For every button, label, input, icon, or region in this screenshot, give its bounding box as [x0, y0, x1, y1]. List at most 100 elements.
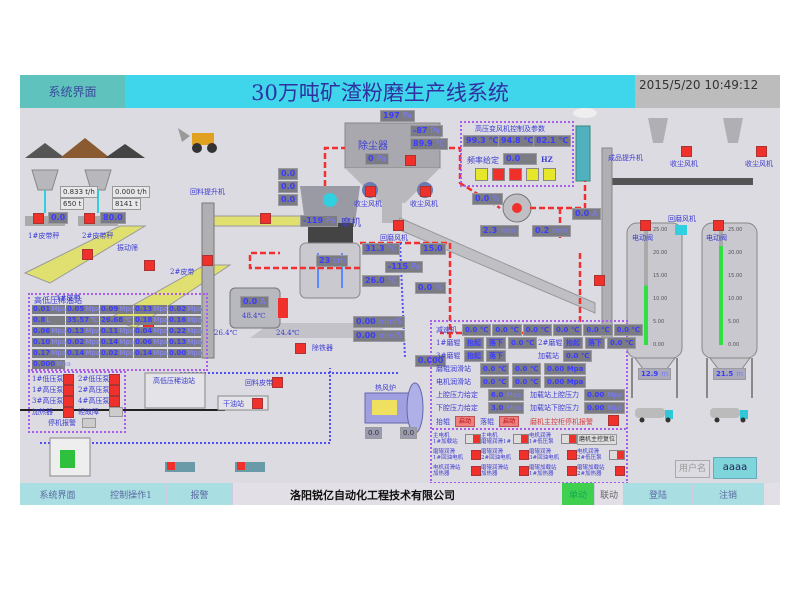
oil-value-number: 0.18	[135, 316, 153, 324]
product-conveyor	[608, 178, 753, 185]
stop-alarm-label: 磨机主控柜停机报警	[530, 418, 593, 426]
logout-button[interactable]: 注销	[693, 483, 764, 505]
main-control-reset-button[interactable]: 磨机主控复位	[577, 433, 618, 445]
pump-status	[109, 407, 123, 417]
oil-value: 0.13Mpa	[168, 338, 202, 347]
mill-outlet-temp: 26.0℃	[362, 275, 400, 287]
oil-value: 0.14Mpa	[134, 349, 168, 358]
roller-2-label: 2#磨辊	[538, 339, 563, 347]
product-return-fan-label: 回磨风机	[668, 215, 696, 223]
linked-mode-button[interactable]: 联动	[595, 483, 624, 505]
roller-2-up[interactable]: 抬起	[563, 337, 583, 349]
silo-2-level-fill	[719, 246, 723, 345]
return-elevator-label: 回料提升机	[190, 188, 225, 196]
furnace-value-2: 0.0	[400, 427, 418, 439]
pump-label: 轻故障	[78, 408, 99, 416]
lower-actual-label: 加载站下腔压力	[530, 404, 579, 412]
roller-2-down[interactable]: 落下	[585, 337, 605, 349]
silo-scale-tick: 15.00	[653, 273, 668, 279]
oil-value-number: 0.02	[67, 338, 85, 346]
hv-fan-indicator	[526, 168, 539, 181]
roller-3-down[interactable]: 落下	[486, 350, 506, 362]
toggle-switch[interactable]	[513, 434, 529, 444]
label-line: 1#回油电机	[433, 455, 464, 461]
hot-air-furnace-icon	[364, 382, 424, 434]
nav-alarm[interactable]: 报警	[167, 483, 233, 505]
pump-label: 加热器	[32, 408, 53, 416]
lift-roller-start-button[interactable]: 启动	[455, 416, 476, 427]
ore-pile-icon	[60, 138, 110, 158]
hmi-screen: 系统界面 30万吨矿渣粉磨生产线系统 2015/5/20 10:49:12	[20, 75, 780, 505]
roller-3-up[interactable]: 抬起	[464, 350, 484, 362]
pump-1-icon	[165, 462, 195, 472]
hopper-1-icon	[31, 169, 59, 213]
roller-1-up[interactable]: 抬起	[464, 337, 484, 349]
hv-fan-temp-2: 94.8 ℃	[498, 135, 537, 147]
silo-scale-tick: 0.00	[653, 342, 665, 348]
oil-value-unit: L	[46, 316, 51, 324]
freq-input[interactable]: 0.0	[503, 153, 537, 165]
oil-value: 0.14Mpa	[100, 338, 134, 347]
label-line: 磨辊润滑	[481, 449, 504, 455]
dust-fan-left-status	[365, 186, 376, 197]
pump-status	[82, 418, 96, 428]
return-elevator	[201, 202, 215, 359]
oil-value-number: 0.000	[33, 360, 56, 368]
toggle-switch[interactable]	[561, 434, 577, 444]
silo-scale-tick: 25.00	[728, 227, 743, 233]
hl-oil-station-label: 高低压稀油站	[153, 377, 195, 385]
toggle-switch[interactable]	[465, 434, 481, 444]
truck-1-icon	[635, 408, 673, 423]
username-field[interactable]: aaaa	[713, 457, 757, 479]
pump-label: 1#低压泵	[32, 375, 64, 383]
nav-system-screen[interactable]: 系统界面	[20, 483, 96, 505]
login-button[interactable]: 登陆	[624, 483, 693, 505]
oil-value-unit: Mpa	[187, 349, 203, 357]
belt-scale-1-rate: 0.0	[48, 212, 69, 224]
hv-fan-indicator	[509, 168, 522, 181]
roller-1-down[interactable]: 落下	[486, 337, 506, 349]
pump-status	[63, 396, 74, 407]
indicator-lamp	[471, 450, 481, 460]
oil-value-number: 0.17	[33, 349, 51, 357]
product-cyclone-1	[648, 118, 668, 143]
indicator-lamp	[567, 450, 577, 460]
oil-value-unit: Mpa	[153, 327, 169, 335]
mill-separator	[308, 223, 353, 243]
cold-air-valve: 0.0%	[415, 282, 446, 294]
nav-control-1[interactable]: 控制操作1	[96, 483, 167, 505]
page-title: 30万吨矿渣粉磨生产线系统	[125, 75, 635, 108]
roller-1-label: 1#磨辊	[436, 339, 461, 347]
label-line: 磨辊加载站	[577, 465, 605, 471]
oil-value-number: 0.06	[33, 327, 51, 335]
oil-value-number: 26.68	[101, 316, 124, 324]
drop-roller-start-button[interactable]: 启动	[499, 416, 520, 427]
single-mode-button[interactable]: 单动	[562, 483, 595, 505]
oil-value: 0.18Mpa	[134, 316, 168, 325]
belt-scale-2-label: 2#皮带秤	[82, 232, 114, 240]
toggle-switch[interactable]	[609, 450, 625, 460]
truck-2-icon	[710, 408, 748, 423]
return-belt-status	[272, 377, 283, 388]
pump-status	[109, 374, 120, 385]
system-screen-button[interactable]: 系统界面	[20, 75, 125, 108]
oil-value-number: 0.13	[67, 327, 85, 335]
pump-label: 3#高压泵	[32, 397, 64, 405]
vibrating-screen-status	[144, 260, 155, 271]
oil-value-number: 0.04	[135, 327, 153, 335]
label-line: 磨辊润滑1#	[481, 439, 512, 445]
indicator-lamp	[471, 466, 481, 476]
oil-value-number: 0.16	[169, 316, 187, 324]
oil-value-unit: ℃	[124, 316, 133, 324]
switch-cell: 主电机磨辊润滑1#	[481, 431, 529, 447]
